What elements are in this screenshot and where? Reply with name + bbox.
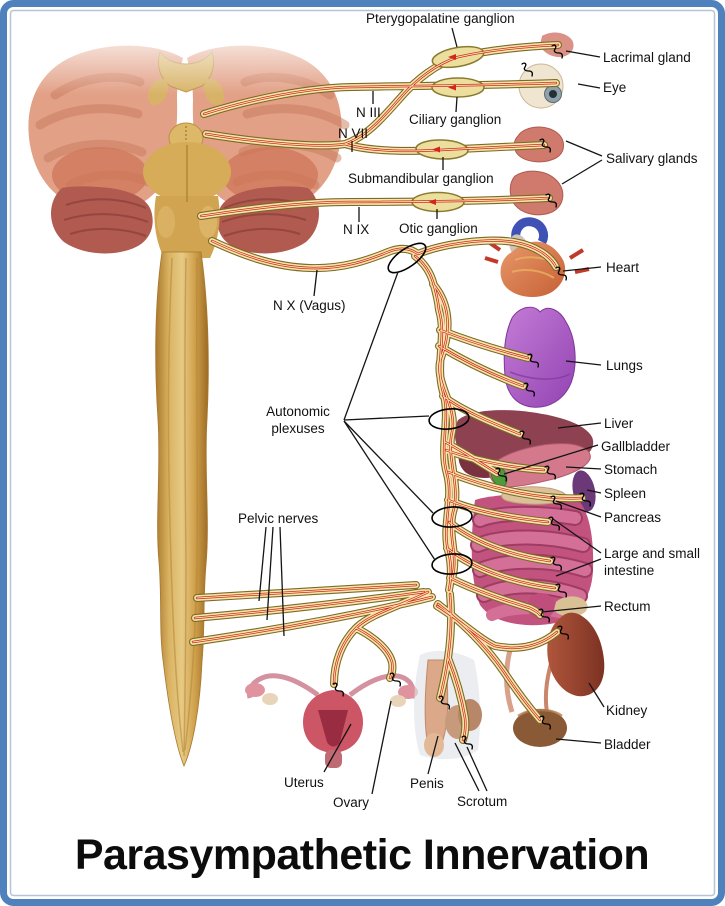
cerebellum-left [51,186,153,254]
uterus-cavity [318,710,348,747]
artery-stub [484,256,499,264]
plexus-ring-4 [431,553,473,575]
frame-inner-line [9,9,716,897]
label-ovary: Ovary [333,795,369,810]
plexus-rings [387,242,473,575]
label-n-ix: N IX [343,222,369,237]
plexus-ring-2 [428,408,470,430]
uterus-group [245,673,418,768]
aorta [511,217,549,245]
label-eye: Eye [603,80,626,95]
label-n-iii: N III [356,105,381,120]
fimbriae-right [398,685,418,699]
cord-ridges [167,257,199,757]
organs [245,32,605,768]
label-ciliary-ganglion: Ciliary ganglion [409,112,501,127]
salivary-gland-2 [509,170,564,216]
label-stomach: Stomach [604,462,657,477]
labels: Pterygopalatine ganglion Lacrimal gland … [238,11,700,810]
label-autonomic-plexuses-line1: Autonomic [266,404,330,419]
label-lungs: Lungs [606,358,643,373]
label-submandibular-ganglion: Submandibular ganglion [348,171,494,186]
label-autonomic-plexuses-line2: plexuses [271,421,325,436]
pupil [549,90,557,98]
spinal-cord [155,251,209,768]
label-pelvic-nerves: Pelvic nerves [238,511,319,526]
artery-stub [574,267,590,274]
label-rectum: Rectum [604,599,651,614]
ovary-right [390,695,406,707]
label-heart: Heart [606,260,639,275]
ovary-left [262,693,278,705]
kidney-organ [547,612,605,697]
label-intestine-line2: intestine [604,563,654,578]
label-scrotum: Scrotum [457,794,507,809]
olive-left [157,206,175,238]
glans [424,733,444,757]
label-penis: Penis [410,776,444,791]
label-intestine-line1: Large and small [604,546,700,561]
label-salivary-glands: Salivary glands [606,151,698,166]
label-gallbladder: Gallbladder [601,439,671,454]
ciliary-ganglion-shape [431,77,485,98]
label-liver: Liver [604,416,634,431]
label-spleen: Spleen [604,486,646,501]
label-n-vii: N VII [338,126,368,141]
label-lacrimal-gland: Lacrimal gland [603,50,691,65]
leader-lines [258,27,605,795]
heart-organ [484,217,590,298]
ganglion-arrows [428,54,456,205]
label-otic-ganglion: Otic ganglion [399,221,478,236]
adrenal-gland [554,596,588,617]
label-pterygopalatine-ganglion: Pterygopalatine ganglion [366,11,515,26]
top-fade [20,20,705,95]
label-kidney: Kidney [606,703,648,718]
lung-fissure [509,371,571,380]
coronary-streak [511,269,555,279]
figure-title: Parasympathetic Innervation [75,831,649,879]
plexus-ring-3 [431,506,473,528]
label-n-x-vagus: N X (Vagus) [273,298,346,313]
brain-illustration [20,20,705,768]
fimbriae-left [245,683,265,697]
label-bladder: Bladder [604,737,651,752]
label-pancreas: Pancreas [604,510,661,525]
label-uterus: Uterus [284,775,324,790]
artery-stub [568,248,585,260]
plexus-ring-1 [387,242,427,274]
bladder-organ [513,709,567,747]
bladder-highlight [517,708,563,718]
